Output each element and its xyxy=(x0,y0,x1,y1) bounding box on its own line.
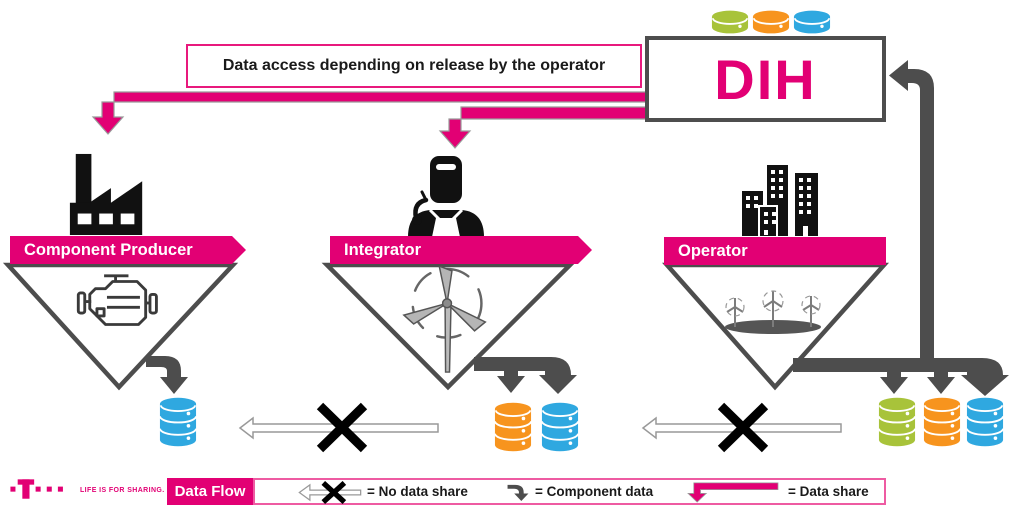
component-data-arrow-integrator-left xyxy=(497,371,525,393)
component-producer-label: Component Producer xyxy=(24,241,193,259)
telekom-t-logo xyxy=(10,479,63,499)
data-share-arrow-to-component-producer xyxy=(91,91,649,135)
operator-blue-database-icon xyxy=(966,396,1004,448)
integrator-blue-database-icon xyxy=(541,401,579,453)
producer-blue-database-icon xyxy=(159,396,197,448)
banner-component-producer: Component Producer xyxy=(10,236,246,264)
dih-green-database-icon xyxy=(711,9,749,36)
welder-icon xyxy=(408,156,484,237)
arrow-to-green-database xyxy=(880,372,908,394)
component-data-arrow-producer xyxy=(146,356,188,394)
no-data-share-arrow-icon xyxy=(298,481,362,504)
factory-icon xyxy=(69,153,143,236)
integrator-label: Integrator xyxy=(344,241,422,259)
dih-box: DIH xyxy=(645,36,886,122)
banner-integrator: Integrator xyxy=(330,236,592,264)
no-data-share-x-1 xyxy=(316,402,368,453)
banner-operator: Operator xyxy=(664,237,886,265)
legend-component-data-label: = Component data xyxy=(535,484,654,499)
component-data-arrow-integrator-right xyxy=(474,357,577,394)
operator-green-database-icon xyxy=(878,396,916,448)
operator-data-distribution-bar xyxy=(793,358,1009,396)
data-share-arrow-icon xyxy=(687,482,779,503)
funnel-component-producer xyxy=(2,262,239,391)
legend-no-data-share-label: = No data share xyxy=(367,484,468,499)
operator-orange-database-icon xyxy=(923,396,961,448)
access-note-box: Data access depending on release by the … xyxy=(186,44,642,88)
integrator-orange-database-icon xyxy=(494,401,532,453)
tagline: LIFE IS FOR SHARING. xyxy=(80,487,165,494)
arrow-to-orange-database xyxy=(927,372,955,394)
dih-label: DIH xyxy=(714,47,817,111)
wind-turbine-icon xyxy=(402,266,487,373)
dih-blue-database-icon xyxy=(793,9,831,36)
component-data-arrow-operator-to-dih xyxy=(908,69,934,366)
operator-label: Operator xyxy=(678,242,748,260)
access-note-text: Data access depending on release by the … xyxy=(222,57,606,74)
engine-icon xyxy=(76,274,158,326)
data-flow-title-box: Data Flow xyxy=(167,478,253,505)
wind-farm-icon xyxy=(725,290,821,334)
data-share-arrow-to-integrator xyxy=(438,106,649,149)
no-data-share-x-2 xyxy=(717,402,769,453)
city-buildings-icon xyxy=(740,164,820,237)
data-flow-title: Data Flow xyxy=(174,483,246,500)
legend-data-share-label: = Data share xyxy=(788,484,869,499)
arrow-head-into-dih xyxy=(889,60,908,91)
component-data-arrow-icon xyxy=(507,484,529,502)
legend-box: = No data share = Component data = Data … xyxy=(253,478,886,505)
dih-orange-database-icon xyxy=(752,9,790,36)
